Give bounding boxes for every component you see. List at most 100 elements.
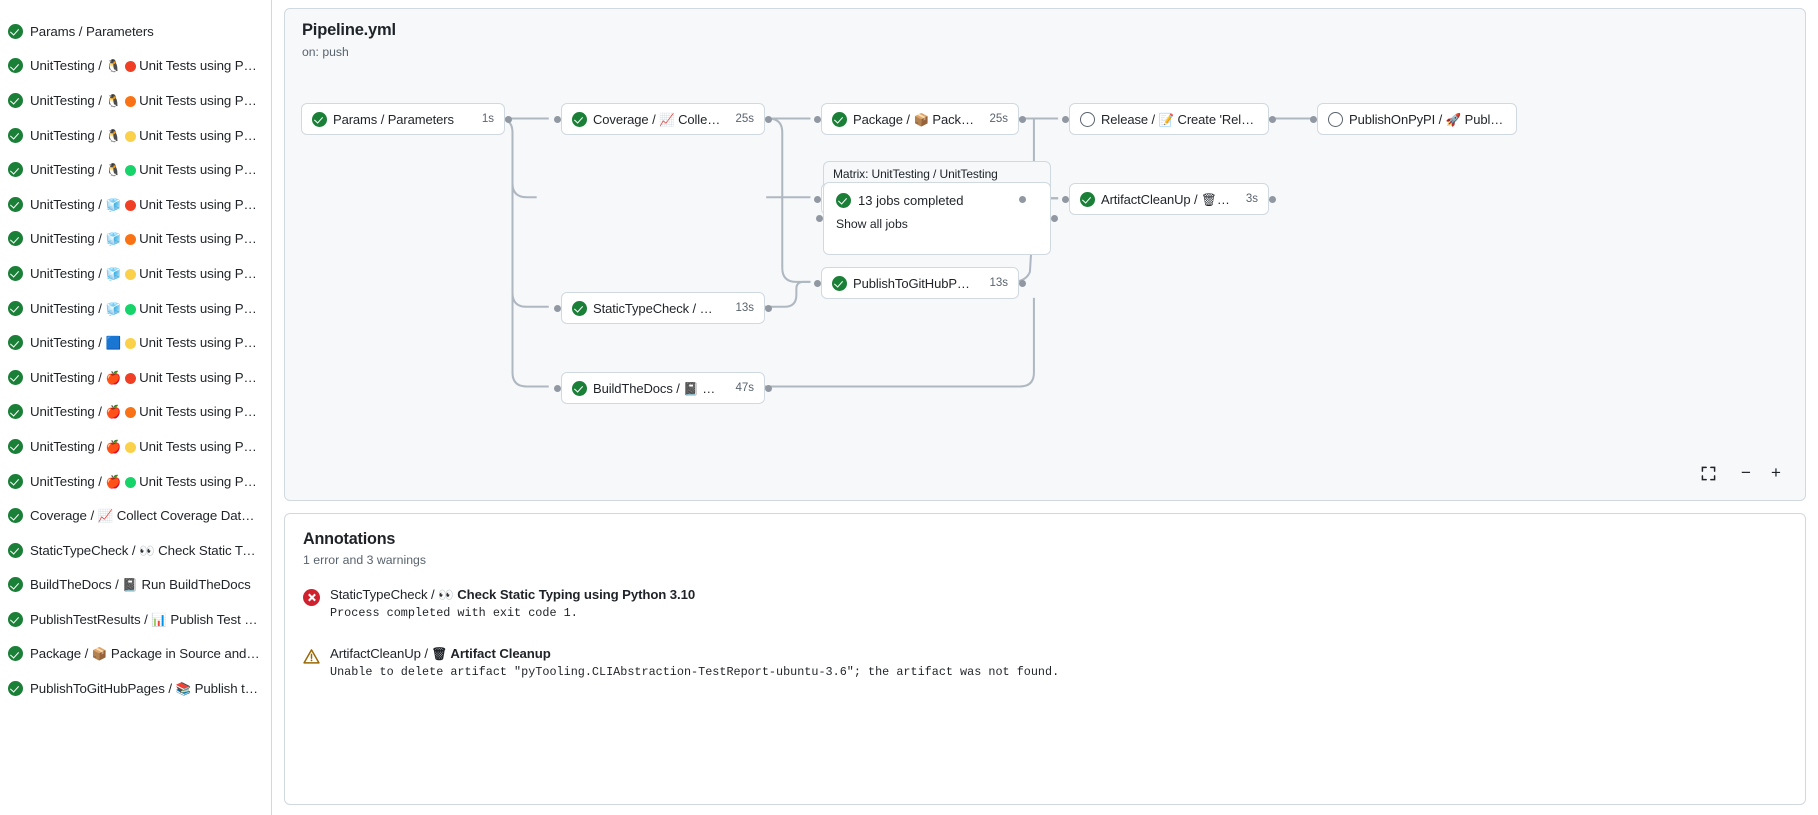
node-input-port: [814, 279, 821, 287]
os-emoji-icon: 🐧: [105, 59, 121, 74]
annotation-title: ArtifactCleanUp / 🗑 Artifact Cleanup: [330, 646, 551, 661]
sidebar-job-item[interactable]: UnitTesting / 🧊 Unit Tests using Pyth...: [0, 222, 271, 257]
graph-node-buildthedocs[interactable]: BuildTheDocs / 📓 Run Buil...47s: [561, 372, 765, 404]
matrix-output-port: [1051, 215, 1058, 222]
check-circle-icon: [8, 542, 23, 558]
warning-icon: [303, 648, 320, 665]
graph-node-label: StaticTypeCheck / 👀 Chec...: [593, 300, 721, 316]
check-circle-icon: [572, 111, 587, 127]
matrix-summary-row: 13 jobs completed: [836, 193, 1038, 208]
os-emoji-icon: 🧊: [105, 197, 121, 212]
matrix-header: Matrix: UnitTesting / UnitTesting: [833, 167, 998, 181]
annotation-emoji-icon: 🗑: [431, 647, 448, 661]
os-emoji-icon: 🍎: [105, 405, 121, 420]
check-circle-icon: [1080, 191, 1095, 207]
graph-node-coverage[interactable]: Coverage / 📈 Collect Cove...25s: [561, 103, 765, 135]
zoom-out-button[interactable]: −: [1741, 463, 1751, 482]
sidebar-job-item[interactable]: UnitTesting / 🟦 Unit Tests using Pyth...: [0, 325, 271, 360]
python-version-dot-icon: [124, 130, 136, 142]
workflow-trigger: on: push: [302, 45, 349, 59]
annotations-summary: 1 error and 3 warnings: [303, 553, 427, 567]
python-version-dot-icon: [124, 234, 136, 246]
check-circle-icon: [8, 231, 23, 247]
node-output-port: [1019, 115, 1026, 123]
os-emoji-icon: 📚: [175, 682, 192, 697]
show-all-jobs-link[interactable]: Show all jobs: [836, 217, 908, 231]
sidebar-job-item[interactable]: UnitTesting / 🍎 Unit Tests using Pyth...: [0, 395, 271, 430]
graph-node-release[interactable]: Release / 📝 Create 'Release P...: [1069, 103, 1269, 135]
sidebar-job-item[interactable]: Params / Parameters: [0, 14, 271, 49]
sidebar-job-item[interactable]: UnitTesting / 🧊 Unit Tests using Pyth...: [0, 256, 271, 291]
graph-node-package[interactable]: Package / 📦 Package in So...25s: [821, 103, 1019, 135]
sidebar-job-item[interactable]: UnitTesting / 🧊 Unit Tests using Pyth...: [0, 187, 271, 222]
check-circle-icon: [8, 162, 23, 178]
sidebar-job-item[interactable]: PublishTestResults / 📊 Publish Test Resu…: [0, 602, 271, 637]
sidebar-job-item[interactable]: Coverage / 📈 Collect Coverage Data usi..…: [0, 498, 271, 533]
graph-node-statictypecheck[interactable]: StaticTypeCheck / 👀 Chec...13s: [561, 292, 765, 324]
graph-node-duration: 13s: [989, 277, 1008, 289]
annotations-title: Annotations: [303, 530, 396, 548]
matrix-node[interactable]: 13 jobs completed Show all jobs: [823, 182, 1051, 255]
sidebar-job-item[interactable]: UnitTesting / 🍎 Unit Tests using Pyth...: [0, 360, 271, 395]
os-emoji-icon: 👀: [139, 543, 155, 558]
graph-node-duration: 25s: [989, 113, 1008, 125]
node-output-port: [1269, 195, 1276, 203]
os-emoji-icon: 🧊: [105, 232, 121, 247]
sidebar-job-item[interactable]: UnitTesting / 🐧 Unit Tests using Pyth...: [0, 49, 271, 84]
sidebar-job-item[interactable]: PublishToGitHubPages / 📚 Publish to G...: [0, 671, 271, 706]
annotation-detail: Process completed with exit code 1.: [330, 606, 578, 620]
node-input-port: [814, 195, 821, 203]
annotations-list: StaticTypeCheck / 👀 Check Static Typing …: [303, 587, 1787, 679]
check-circle-icon: [8, 646, 23, 662]
node-input-port: [554, 115, 561, 123]
zoom-in-button[interactable]: +: [1771, 463, 1781, 482]
check-circle-icon: [832, 275, 847, 291]
sidebar-job-item[interactable]: BuildTheDocs / 📓 Run BuildTheDocs: [0, 568, 271, 603]
os-emoji-icon: 📓: [122, 578, 138, 593]
node-input-port: [554, 304, 561, 312]
sidebar-job-item[interactable]: UnitTesting / 🐧 Unit Tests using Pyth...: [0, 83, 271, 118]
fullscreen-icon[interactable]: [1695, 460, 1721, 486]
sidebar-job-item[interactable]: UnitTesting / 🧊 Unit Tests using Pyth...: [0, 291, 271, 326]
sidebar-job-item[interactable]: UnitTesting / 🐧 Unit Tests using Pyth...: [0, 118, 271, 153]
node-output-port: [1269, 115, 1276, 123]
graph-node-publishpages[interactable]: PublishToGitHubPages / 📚 ...13s: [821, 267, 1019, 299]
os-emoji-icon: 🍎: [105, 370, 121, 385]
python-version-dot-icon: [124, 61, 136, 73]
graph-node-artifactcleanup[interactable]: ArtifactCleanUp / 🗑 Artifac... 3s: [1069, 183, 1269, 215]
graph-node-label: ArtifactCleanUp / 🗑 Artifac...: [1101, 191, 1232, 207]
check-circle-icon: [8, 196, 23, 212]
main-content: Pipeline.yml on: push: [272, 0, 1818, 815]
pending-circle-icon: [1080, 111, 1095, 127]
check-circle-icon: [8, 23, 23, 39]
check-circle-icon: [832, 111, 847, 127]
os-emoji-icon: 🧊: [105, 266, 121, 281]
node-output-port: [1019, 279, 1026, 287]
sidebar-job-label: UnitTesting / 🧊 Unit Tests using Pyth...: [30, 265, 261, 281]
graph-node-publishpypi[interactable]: PublishOnPyPI / 🚀 Publish to ...: [1317, 103, 1517, 135]
sidebar-job-label: UnitTesting / 🐧 Unit Tests using Pyth...: [30, 58, 261, 74]
check-circle-icon: [8, 369, 23, 385]
pipeline-graph-card: Pipeline.yml on: push: [284, 8, 1806, 501]
check-circle-icon: [8, 473, 23, 489]
error-icon: [303, 589, 320, 606]
sidebar-job-item[interactable]: UnitTesting / 🍎 Unit Tests using Pyth...: [0, 464, 271, 499]
os-emoji-icon: 📊: [151, 612, 167, 627]
sidebar-job-item[interactable]: Package / 📦 Package in Source and Wh...: [0, 637, 271, 672]
node-input-port: [814, 115, 821, 123]
sidebar-job-item[interactable]: StaticTypeCheck / 👀 Check Static Typing.…: [0, 533, 271, 568]
check-circle-icon: [8, 335, 23, 351]
matrix-input-port: [816, 215, 823, 222]
sidebar-job-item[interactable]: UnitTesting / 🐧 Unit Tests using Pyth...: [0, 152, 271, 187]
sidebar-job-label: UnitTesting / 🐧 Unit Tests using Pyth...: [30, 92, 261, 108]
python-version-dot-icon: [124, 165, 136, 177]
node-output-port: [1019, 195, 1026, 203]
graph-node-duration: 3s: [1245, 193, 1258, 205]
sidebar-job-item[interactable]: UnitTesting / 🍎 Unit Tests using Pyth...: [0, 429, 271, 464]
os-emoji-icon: 🐧: [105, 163, 121, 178]
check-circle-icon: [8, 404, 23, 420]
